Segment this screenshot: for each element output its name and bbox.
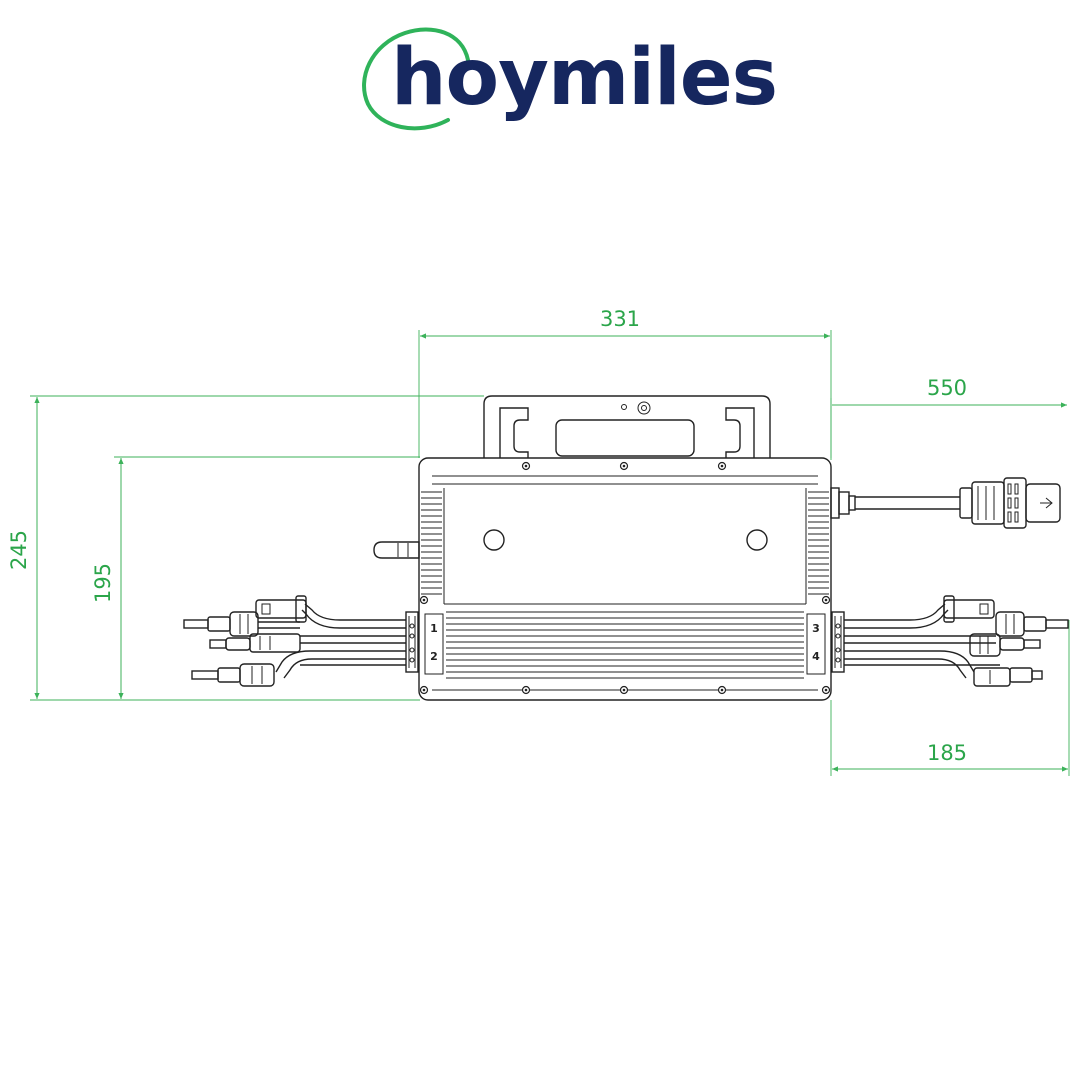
right-cooling-fins — [808, 491, 829, 595]
dc-port-block-right — [806, 611, 845, 675]
dim-185-label: 185 — [927, 741, 967, 765]
port-label-1: 1 — [430, 622, 438, 635]
port-label-2: 2 — [430, 650, 438, 663]
screw-center — [824, 598, 828, 602]
dimensions: 331 550 245 195 185 — [7, 307, 1070, 776]
screw-center — [422, 598, 426, 602]
ac-connector — [959, 477, 1061, 529]
hoymiles-logo: hoymiles — [362, 27, 778, 131]
bracket-screw — [637, 401, 651, 415]
dc-cables-right — [844, 603, 1000, 679]
screw-center — [622, 464, 626, 468]
dim-195-label: 195 — [91, 563, 115, 603]
dim-245-label: 245 — [7, 530, 31, 570]
screw-center — [824, 688, 828, 692]
dim-331-label: 331 — [600, 307, 640, 331]
port-label-3: 3 — [812, 622, 820, 635]
inverter-body — [418, 457, 832, 701]
logo-text: hoymiles — [391, 33, 777, 123]
port-label-4: 4 — [812, 650, 820, 663]
left-cooling-fins — [421, 491, 442, 595]
dc-port-block-left — [405, 611, 444, 675]
screw-center — [524, 464, 528, 468]
screw-center — [622, 688, 626, 692]
body-screws — [419, 461, 831, 695]
mounting-bracket — [483, 395, 771, 458]
screw-center — [720, 464, 724, 468]
dc-connectors-right — [943, 595, 1069, 687]
screw-center — [720, 688, 724, 692]
antenna — [373, 541, 420, 559]
screw-center — [422, 688, 426, 692]
bracket-slot — [555, 419, 695, 457]
dim-550-label: 550 — [927, 376, 967, 400]
ac-cable — [830, 487, 960, 519]
mounting-hole-right — [746, 529, 768, 551]
mounting-hole-left — [483, 529, 505, 551]
logo-swoosh — [362, 27, 470, 131]
dc-connectors-left — [183, 595, 307, 687]
inverter-drawing: 1 2 3 4 — [183, 395, 1069, 701]
bottom-cooling-fins — [446, 611, 804, 679]
screw-center — [524, 688, 528, 692]
